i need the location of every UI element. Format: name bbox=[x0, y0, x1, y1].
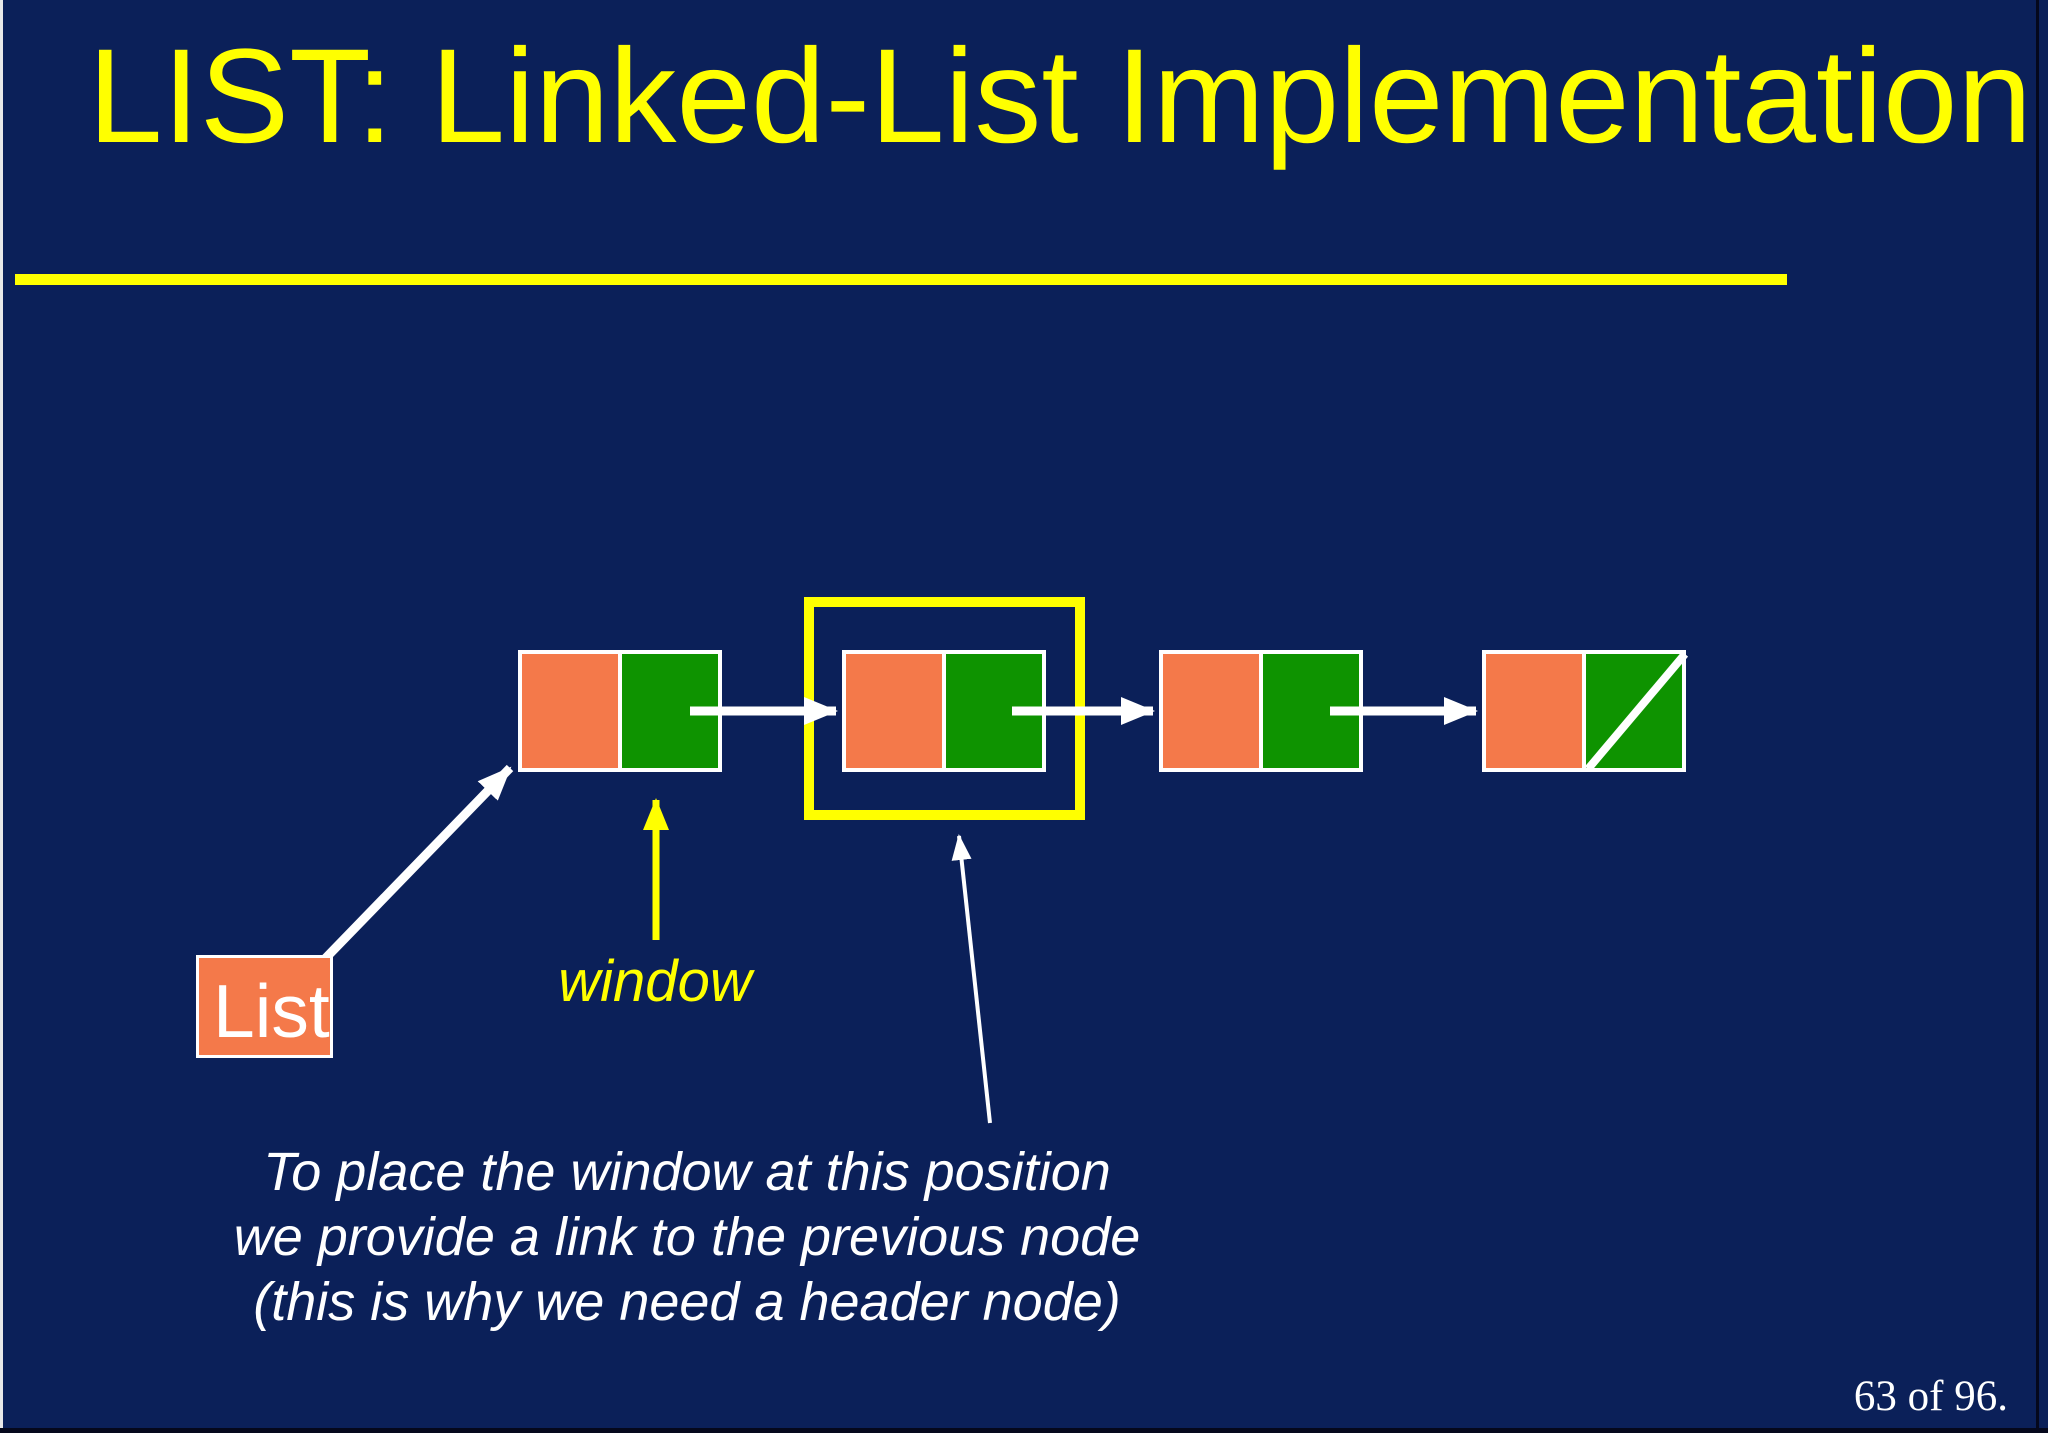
slide-title: LIST: Linked-List Implementation bbox=[88, 22, 2032, 171]
list-pointer-box: List bbox=[196, 955, 333, 1058]
page-indicator: 63 of 96. bbox=[1853, 1373, 2008, 1420]
scan-edge-right bbox=[2036, 0, 2039, 1433]
list-pointer-label: List bbox=[213, 969, 330, 1053]
node-2-data-cell bbox=[846, 654, 942, 768]
caption-line-3: (this is why we need a header node) bbox=[253, 1272, 1121, 1332]
title-underline bbox=[15, 274, 1787, 285]
annotation-arrow bbox=[951, 834, 992, 1124]
node-3-data-cell bbox=[1163, 654, 1259, 768]
window-label: window bbox=[558, 949, 752, 1014]
node-4-data-cell bbox=[1486, 654, 1582, 768]
node-1-data-cell bbox=[522, 654, 618, 768]
caption: To place the window at this position we … bbox=[137, 1140, 1237, 1335]
scan-edge-bottom bbox=[0, 1428, 2048, 1433]
caption-line-2: we provide a link to the previous node bbox=[233, 1207, 1141, 1267]
scan-edge-left bbox=[0, 0, 3, 1433]
list-pointer-arrow bbox=[314, 764, 514, 970]
node-2-window bbox=[842, 650, 1046, 772]
node-3 bbox=[1159, 650, 1363, 772]
caption-line-1: To place the window at this position bbox=[263, 1142, 1111, 1202]
null-pointer-marker bbox=[1584, 651, 1689, 772]
